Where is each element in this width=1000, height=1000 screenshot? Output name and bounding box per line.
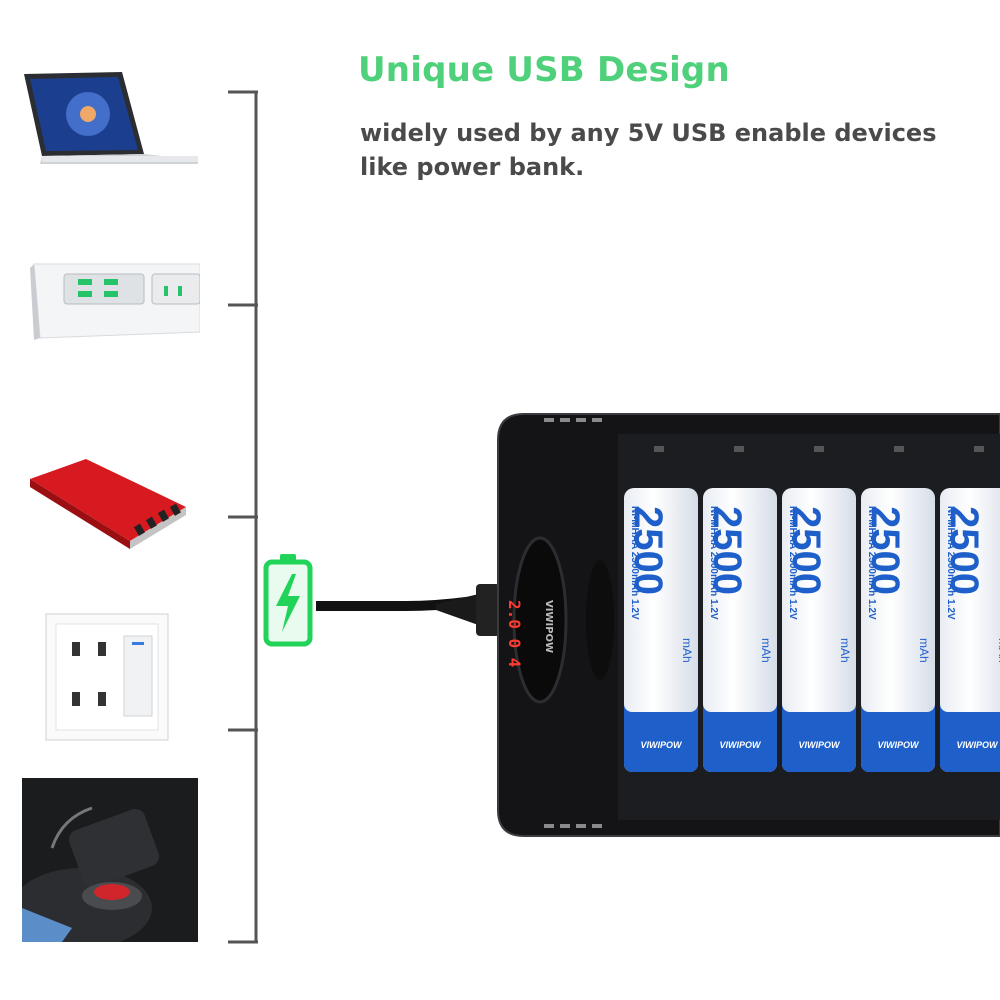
wall-usb-socket-icon [44, 612, 170, 742]
cell-unit: mAh [996, 638, 1000, 663]
subline: widely used by any 5V USB enable devices… [360, 119, 937, 181]
cell-unit: mAh [759, 638, 773, 663]
charger-brand: VIWIPOW [543, 600, 554, 654]
cell-spec: Ni-MHAA 2500mAh 1.2V [866, 506, 877, 620]
cell-unit: mAh [680, 638, 694, 663]
cell-unit: mAh [838, 638, 852, 663]
headline: Unique USB Design [358, 50, 730, 90]
cell-unit: mAh [917, 638, 931, 663]
charger-display: 2.0 0 4 VIWIPOW [505, 560, 560, 680]
cell-brand: VIWIPOW [798, 740, 840, 750]
cell-brand: VIWIPOW [877, 740, 919, 750]
cell-spec: Ni-MHAA 2500mAh 1.2V [708, 506, 719, 620]
laptop-icon [22, 70, 198, 166]
cell-spec: Ni-MHAA 2500mAh 1.2V [629, 506, 640, 620]
power-bank-icon [26, 455, 190, 555]
power-strip-icon [20, 258, 200, 350]
battery-charging-icon [262, 552, 314, 648]
cell-brand: VIWIPOW [956, 740, 998, 750]
car-charger-icon [22, 778, 198, 942]
display-readout: 2.0 0 4 [505, 600, 524, 668]
cell-spec: Ni-MHAA 2500mAh 1.2V [787, 506, 798, 620]
usb-cable [316, 584, 507, 636]
cell-brand: VIWIPOW [719, 740, 761, 750]
cell-spec: Ni-MHAA 2500mAh 1.2V [945, 506, 956, 620]
cell-brand: VIWIPOW [640, 740, 682, 750]
